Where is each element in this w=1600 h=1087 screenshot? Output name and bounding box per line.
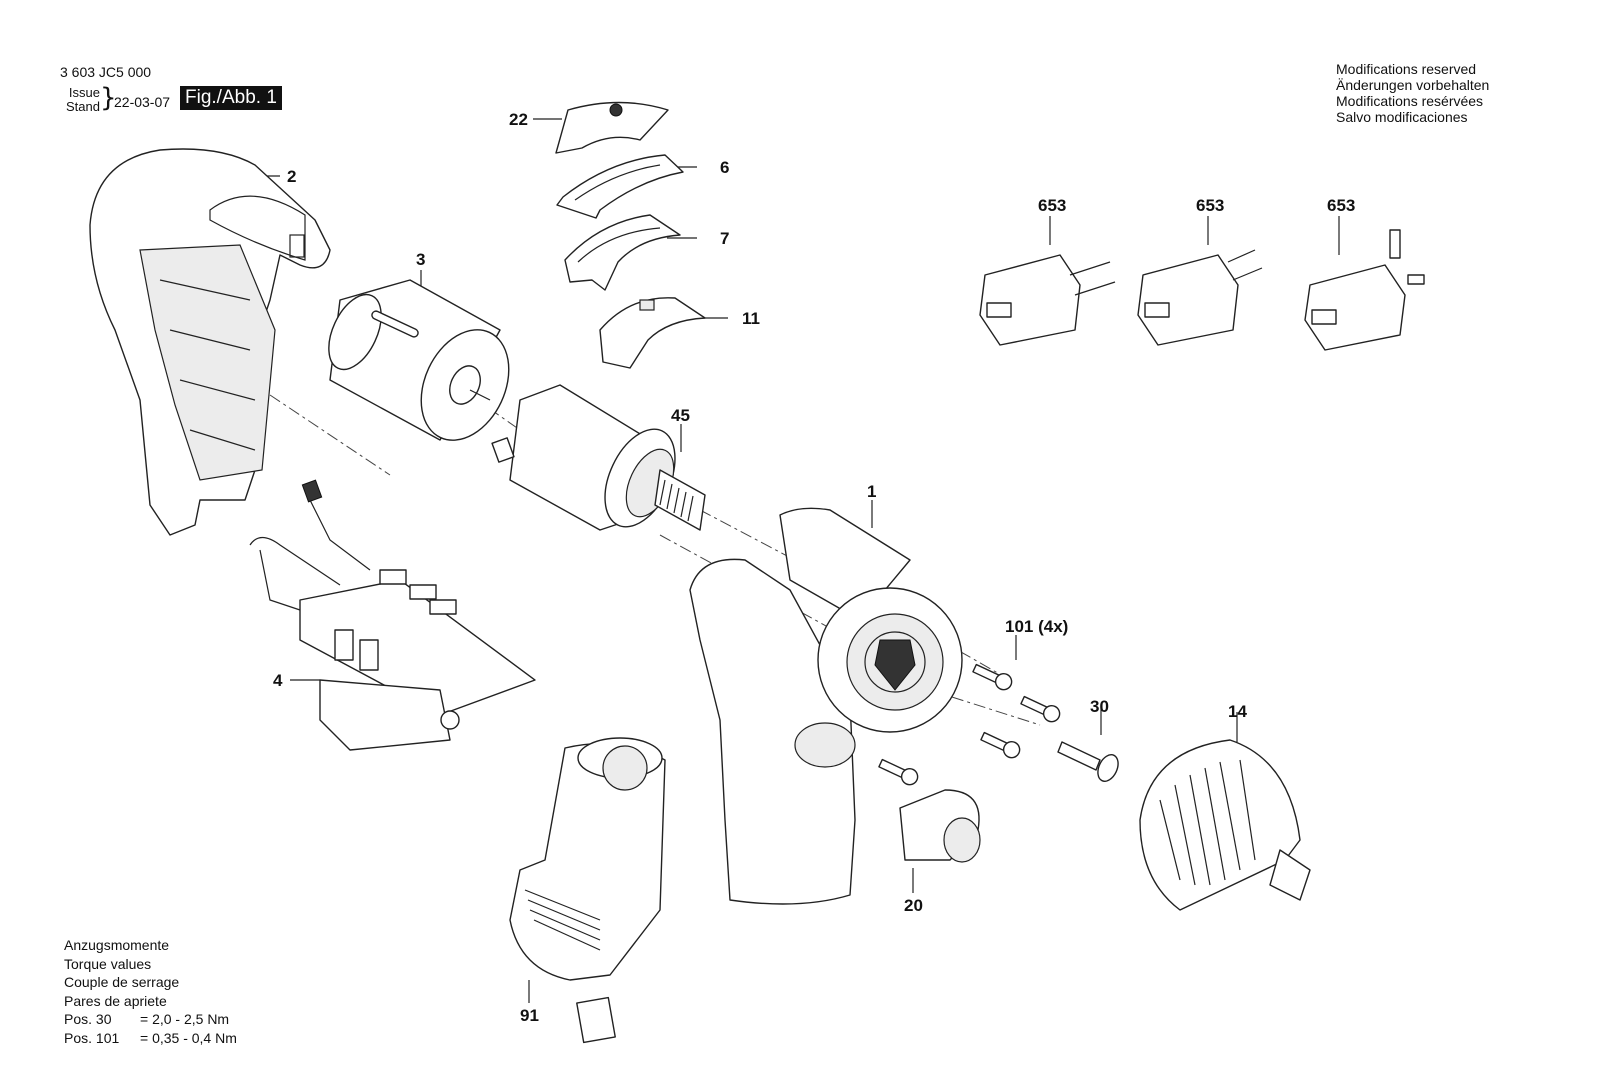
torque-row: Pos. 101 = 0,35 - 0,4 Nm [64,1029,237,1048]
callout-1: 1 [867,482,877,501]
part-91-battery [509,737,666,1044]
callout-7: 7 [720,229,730,248]
part-11-ring-segment [599,297,706,369]
torque-heading-line: Couple de serrage [64,974,180,990]
part-6-bracket [556,154,684,219]
callout-6: 6 [720,158,730,177]
part-653-charger-uk [1304,229,1425,351]
modifications-line: Modifications reserved [1336,61,1477,77]
part-45-gearbox [491,384,706,531]
torque-heading-line: Anzugsmomente [64,937,170,953]
callout-11: 11 [742,309,760,328]
issue-date: 22-03-07 [114,94,171,110]
torque-heading-line: Torque values [64,955,152,972]
part-22-cover [555,101,669,154]
torque-row: Pos. 30 = 2,0 - 2,5 Nm [64,1010,237,1029]
callout-3: 3 [416,250,426,269]
callout-653-a: 653 [1038,196,1067,215]
callout-653-b: 653 [1196,196,1225,215]
callout-91: 91 [520,1006,539,1025]
modifications-line: Änderungen vorbehalten [1336,77,1490,93]
part-2-housing-half [89,148,331,536]
torque-note: Anzugsmomente Torque values Couple de se… [64,936,237,1047]
modifications-line: Modifications resérvées [1336,93,1484,109]
part-653-charger-eu-2 [1137,249,1263,346]
figure-label: Fig./Abb. 1 [180,86,282,110]
brace-glyph: } [100,83,117,113]
part-1-main-housing [689,507,963,905]
part-30-bolt [1057,741,1119,782]
callout-22: 22 [509,110,528,129]
part-7-bracket [564,214,681,291]
callout-14: 14 [1228,702,1247,721]
callout-101: 101 (4x) [1005,617,1069,636]
callout-20: 20 [904,896,923,915]
modifications-note: Modifications reserved Änderungen vorbeh… [1336,61,1489,125]
torque-value: = 2,0 - 2,5 Nm [140,1011,230,1027]
part-14-chuck [1139,739,1311,911]
torque-pos: Pos. 101 [64,1029,120,1046]
part-20-switch [899,789,981,863]
stand-label: Stand [66,99,100,114]
part-101-screws [878,663,1061,786]
threaded-spindle [659,479,694,522]
callout-4: 4 [273,671,283,690]
callout-30: 30 [1090,697,1109,716]
part-number: 3 603 JC5 000 [60,64,152,80]
callout-2: 2 [287,167,297,186]
modifications-line: Salvo modificaciones [1336,109,1468,125]
torque-pos: Pos. 30 [64,1011,112,1027]
torque-heading-line: Pares de apriete [64,992,167,1009]
part-653-charger-eu-1 [979,254,1116,346]
callout-653-c: 653 [1327,196,1356,215]
part-3-motor [328,279,510,441]
issue-label: Issue [68,85,100,100]
callout-45: 45 [671,406,690,425]
torque-value: = 0,35 - 0,4 Nm [140,1029,237,1046]
part-4-electronics [249,479,536,751]
